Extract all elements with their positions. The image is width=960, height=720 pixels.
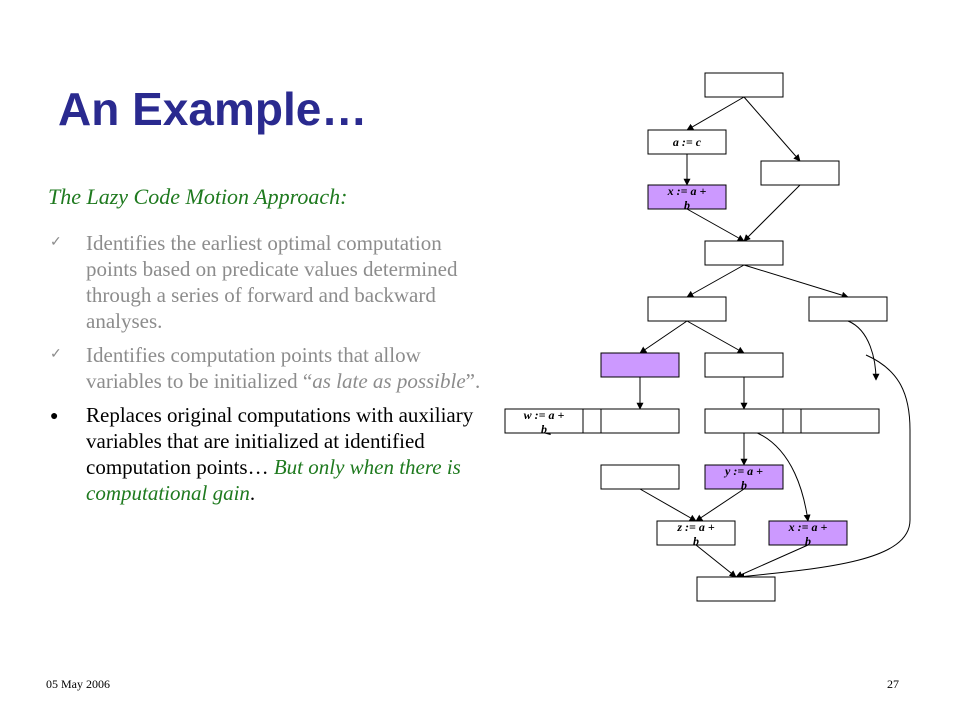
graph-node-label: z := a + xyxy=(676,520,715,534)
graph-node-n1 xyxy=(704,72,784,98)
graph-node-box xyxy=(704,72,784,98)
graph-node-box xyxy=(808,296,888,322)
graph-node-n5 xyxy=(704,240,784,266)
bullet-item-2: ✓ Identifies computation points that all… xyxy=(48,342,493,394)
bullet-dot-icon: ● xyxy=(50,409,59,424)
bullet-text-1: Identifies the earliest optimal computat… xyxy=(86,231,458,333)
graph-node-n10: w := a +b xyxy=(504,408,584,436)
bullet-text-3a: Replaces original computations with auxi… xyxy=(86,403,474,479)
bullet-item-1: ✓ Identifies the earliest optimal comput… xyxy=(48,230,493,334)
graph-node-box xyxy=(696,576,776,602)
checkmark-icon: ✓ xyxy=(50,235,62,250)
graph-edge xyxy=(737,354,911,580)
graph-node-box xyxy=(704,352,784,378)
graph-node-n7 xyxy=(808,296,888,322)
graph-node-n4 xyxy=(760,160,840,186)
graph-node-box xyxy=(704,240,784,266)
graph-node-n2: a := c xyxy=(647,129,727,155)
graph-edge xyxy=(743,184,801,242)
graph-node-box xyxy=(656,520,736,546)
graph-node-box xyxy=(647,129,727,155)
graph-node-n8 xyxy=(600,352,680,378)
graph-node-label: b xyxy=(541,422,547,436)
graph-edge xyxy=(695,544,737,578)
bullet-text-3c: . xyxy=(249,481,256,505)
graph-node-n3: x := a +b xyxy=(647,184,727,212)
graph-node-n15 xyxy=(800,408,880,434)
graph-node-box xyxy=(647,184,727,210)
graph-node-n19: x := a +b xyxy=(768,520,848,548)
bullet-text-2c: ”. xyxy=(465,369,481,393)
graph-node-label: b xyxy=(805,534,811,548)
graph-node-n13 xyxy=(704,408,784,434)
graph-node-box xyxy=(600,464,680,490)
graph-edge xyxy=(735,544,809,578)
graph-node-n12 xyxy=(600,408,680,434)
footer-date: 05 May 2006 xyxy=(46,677,110,691)
bullet-text-2b: as late as possible xyxy=(312,369,466,393)
graph-node-label: b xyxy=(693,534,699,548)
graph-node-box xyxy=(647,296,727,322)
bullet-text-2a: Identifies computation points that allow… xyxy=(86,343,421,393)
graph-edge xyxy=(749,429,811,522)
bullet-item-3: ● Replaces original computations with au… xyxy=(48,402,493,506)
graph-edge xyxy=(639,320,688,354)
checkmark-icon: ✓ xyxy=(50,347,62,362)
graph-edge xyxy=(686,96,745,131)
bullet-text-3b: But only when there is computational gai… xyxy=(86,455,461,505)
graph-node-n18: z := a +b xyxy=(656,520,736,548)
graph-node-label: b xyxy=(684,198,690,212)
bullet-list: ✓ Identifies the earliest optimal comput… xyxy=(48,230,493,514)
graph-edges xyxy=(543,96,911,580)
graph-node-box xyxy=(600,352,680,378)
graph-node-label: x := a + xyxy=(788,520,828,534)
graph-node-n9 xyxy=(704,352,784,378)
graph-node-box xyxy=(704,464,784,490)
graph-node-label: w := a + xyxy=(524,408,565,422)
graph-node-n16 xyxy=(600,464,680,490)
graph-node-label: b xyxy=(741,478,747,492)
graph-edge xyxy=(686,208,745,242)
graph-edge xyxy=(743,96,801,162)
graph-node-box xyxy=(760,160,840,186)
footer-page-number: 27 xyxy=(887,677,899,691)
graph-edge xyxy=(639,488,697,522)
slide-title: An Example… xyxy=(58,83,368,135)
graph-edge xyxy=(686,264,745,298)
graph-nodes: a := cx := a +bw := a +by := a +bz := a … xyxy=(504,72,888,602)
graph-edge xyxy=(686,320,745,354)
graph-edge xyxy=(847,320,880,381)
graph-node-box xyxy=(704,408,784,434)
graph-node-n6 xyxy=(647,296,727,322)
slide-subtitle: The Lazy Code Motion Approach: xyxy=(48,184,348,209)
graph-node-n20 xyxy=(696,576,776,602)
graph-node-box xyxy=(800,408,880,434)
graph-edge xyxy=(743,264,849,299)
graph-node-label: a := c xyxy=(673,135,702,149)
graph-node-n17: y := a +b xyxy=(704,464,784,492)
graph-node-label: y := a + xyxy=(723,464,763,478)
graph-node-box xyxy=(600,408,680,434)
graph-node-label: x := a + xyxy=(667,184,707,198)
graph-node-box xyxy=(768,520,848,546)
graph-edge xyxy=(695,488,745,522)
